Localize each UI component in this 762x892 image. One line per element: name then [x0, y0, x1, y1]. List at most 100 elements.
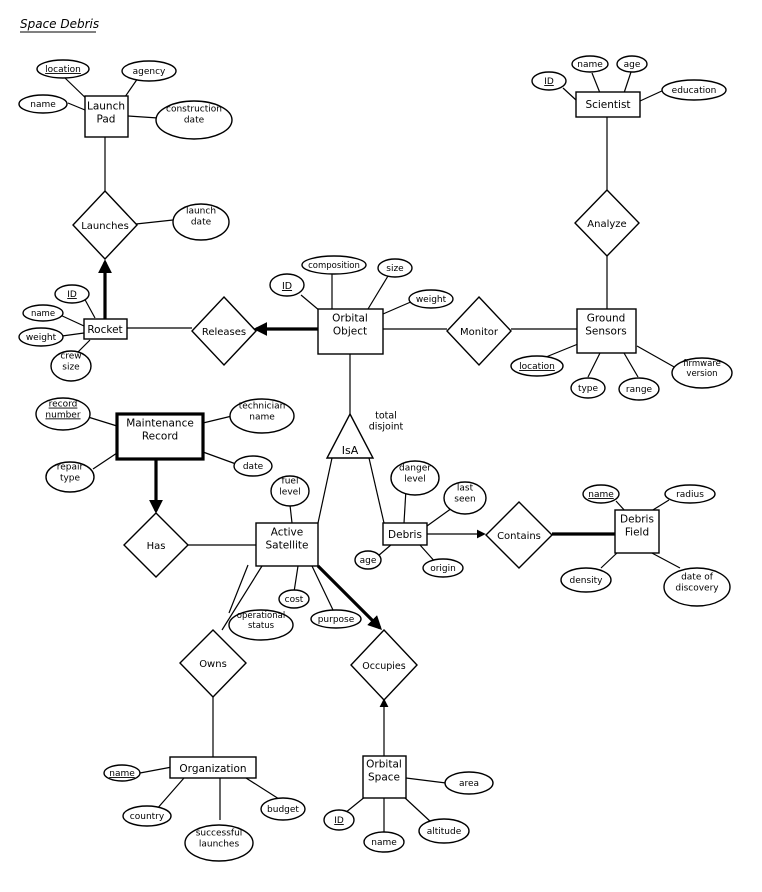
entity-organization-label: Organization — [179, 763, 246, 775]
entity-active-satellite[interactable] — [255, 522, 319, 567]
attr-as-purpose[interactable] — [310, 609, 362, 629]
entity-rocket-label: Rocket — [87, 324, 122, 336]
relationship-owns[interactable] — [179, 629, 247, 699]
relationship-monitor[interactable] — [446, 295, 512, 367]
attr-oo-weight-label: weight — [416, 295, 447, 305]
entity-organization[interactable] — [169, 756, 257, 779]
attr-lp-location-label: location — [45, 65, 81, 75]
entity-maintenance-record-outer[interactable] — [115, 412, 205, 461]
attr-oo-composition[interactable] — [301, 255, 367, 275]
attr-org-successful-launches[interactable] — [184, 824, 254, 862]
attr-lp-name[interactable] — [18, 94, 68, 114]
entity-orbital-space[interactable] — [362, 755, 407, 799]
entity-launch-pad[interactable] — [84, 95, 129, 138]
attr-gs-firmware[interactable] — [671, 357, 733, 389]
attr-d-age-label: age — [360, 556, 377, 566]
diagram-title: Space Debris — [20, 17, 99, 31]
attr-gs-location-label: location — [519, 362, 555, 372]
relationship-analyze[interactable] — [574, 188, 640, 258]
attributes — [18, 55, 733, 862]
attr-d-origin[interactable] — [422, 558, 464, 578]
entity-rocket[interactable] — [83, 318, 128, 340]
entity-debris[interactable] — [382, 522, 428, 546]
attr-r-crew-size[interactable] — [50, 350, 92, 382]
relationship-launches-label: Launches — [81, 221, 129, 232]
attr-gs-type-label: type — [578, 384, 599, 394]
attr-r-weight[interactable] — [18, 327, 64, 347]
attr-oo-id[interactable] — [269, 273, 305, 297]
attr-mr-date[interactable] — [233, 455, 273, 477]
attr-sci-id[interactable] — [531, 71, 567, 91]
connectors — [57, 71, 681, 832]
attr-launch-date[interactable] — [172, 203, 230, 241]
attr-df-name[interactable] — [582, 484, 620, 504]
attr-mr-record-number[interactable] — [35, 397, 91, 431]
attr-org-name-label: name — [109, 769, 135, 779]
attr-as-cost[interactable] — [278, 589, 310, 609]
relationship-contains[interactable] — [485, 501, 553, 569]
attr-r-name[interactable] — [22, 304, 64, 322]
attr-os-altitude[interactable] — [418, 818, 470, 844]
attr-os-id-label: ID — [334, 816, 344, 826]
attr-as-operational-status[interactable] — [228, 609, 294, 641]
relationship-occupies[interactable] — [350, 628, 418, 702]
attr-r-id[interactable] — [54, 284, 90, 304]
attr-oo-weight[interactable] — [408, 289, 454, 309]
attr-lp-construction-date[interactable] — [155, 100, 233, 140]
attr-d-danger-level[interactable] — [390, 460, 440, 496]
attr-mr-technician-name[interactable] — [229, 398, 295, 434]
attr-sci-id-label: ID — [544, 77, 554, 87]
attr-df-radius[interactable] — [664, 484, 716, 504]
attr-gs-type[interactable] — [570, 377, 606, 399]
relationship-launches[interactable] — [72, 189, 138, 261]
attr-org-country[interactable] — [122, 805, 172, 827]
attr-org-name[interactable] — [103, 764, 141, 782]
attr-gs-location[interactable] — [510, 355, 564, 377]
attr-sci-age[interactable] — [616, 55, 648, 73]
entity-scientist[interactable] — [575, 91, 641, 118]
attr-oo-size[interactable] — [377, 258, 413, 278]
isa-label: IsA — [342, 444, 359, 457]
entity-ground-sensors[interactable] — [576, 308, 637, 354]
relationship-releases-label: Releases — [202, 327, 246, 338]
attr-os-area[interactable] — [444, 771, 494, 795]
attr-mr-repair-type[interactable] — [45, 461, 95, 493]
relationship-releases[interactable] — [191, 295, 257, 367]
relationship-occupies-label: Occupies — [362, 661, 405, 672]
attr-lp-agency[interactable] — [121, 60, 177, 82]
attr-os-id[interactable] — [323, 809, 355, 831]
entity-debris-field[interactable] — [614, 509, 660, 554]
relationship-has-label: Has — [147, 541, 166, 552]
attr-sci-name[interactable] — [571, 55, 609, 73]
attr-lp-location[interactable] — [36, 59, 90, 79]
attr-df-name-label: name — [588, 490, 614, 500]
attr-oo-size-label: size — [386, 264, 404, 274]
attr-os-name[interactable] — [363, 831, 405, 853]
attr-os-altitude-label: altitude — [427, 827, 462, 837]
attr-org-budget[interactable] — [260, 797, 306, 821]
attr-d-last-seen[interactable] — [443, 481, 487, 515]
attr-df-date-of-discovery[interactable] — [663, 567, 731, 607]
attr-as-fuel-level[interactable] — [270, 475, 310, 507]
relationship-contains-label: Contains — [497, 531, 541, 542]
isa-triangle[interactable] — [325, 412, 375, 459]
attr-df-radius-label: radius — [676, 490, 704, 500]
attr-as-cost-label: cost — [285, 595, 304, 605]
attr-d-age[interactable] — [354, 550, 382, 570]
attr-sci-education[interactable] — [661, 79, 727, 101]
attr-gs-range[interactable] — [618, 377, 660, 401]
entity-orbital-object[interactable] — [317, 308, 384, 355]
attr-df-density[interactable] — [560, 567, 612, 593]
relationship-has[interactable] — [123, 512, 189, 578]
attr-as-purpose-label: purpose — [318, 615, 355, 625]
